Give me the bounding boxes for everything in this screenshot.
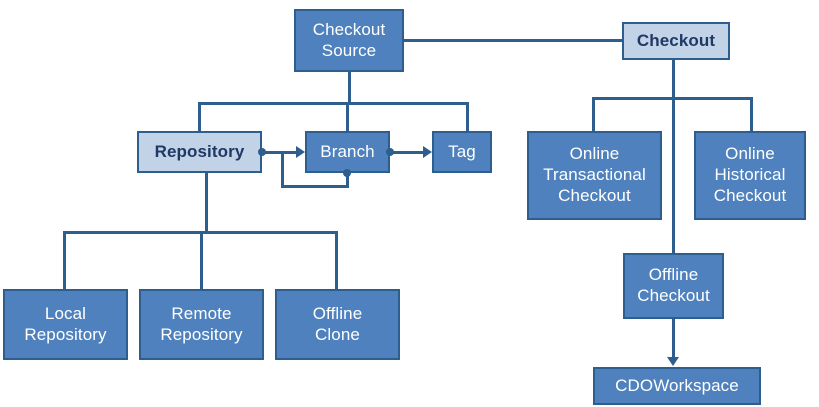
node-checkout[interactable]: Checkout: [622, 22, 730, 60]
edge-checkout-child-bus: [592, 97, 753, 100]
edge-repository-to-branch: [262, 151, 298, 154]
arrowhead-repository-to-branch: [296, 146, 305, 158]
edge-branch-loop-up: [281, 151, 284, 188]
node-local-repository[interactable]: Local Repository: [3, 289, 128, 360]
node-offline-checkout-label: Offline Checkout: [637, 265, 710, 305]
node-cdoworkspace-label: CDOWorkspace: [615, 375, 739, 395]
edge-checkout-source-stem: [348, 71, 351, 105]
edge-checkout-stem: [672, 59, 675, 255]
arrowhead-offline-checkout-to-cdoworkspace: [667, 357, 679, 366]
node-tag-label: Tag: [448, 141, 476, 161]
edge-bus-to-branch: [346, 102, 349, 133]
connector-dot-branch-bottom: [343, 169, 351, 177]
node-tag[interactable]: Tag: [432, 131, 492, 173]
node-branch-label: Branch: [320, 141, 375, 161]
edge-branch-loop-down: [346, 172, 349, 188]
edge-bus-to-tag: [466, 102, 469, 133]
connector-dot-branch-right: [386, 148, 394, 156]
edge-bus-to-remote-repository: [200, 231, 203, 291]
node-checkout-source[interactable]: Checkout Source: [294, 9, 404, 72]
node-checkout-label: Checkout: [636, 30, 716, 50]
edge-offline-checkout-to-cdoworkspace: [672, 318, 675, 360]
edge-branch-to-tag: [390, 151, 426, 154]
node-repository[interactable]: Repository: [137, 131, 262, 173]
edge-branch-loop-bottom: [281, 185, 349, 188]
node-offline-clone-label: Offline Clone: [312, 303, 363, 344]
edge-bus-to-offline-clone: [335, 231, 338, 291]
node-checkout-source-label: Checkout Source: [312, 19, 386, 60]
connector-dot-repository-right: [258, 148, 266, 156]
node-online-transactional-checkout-label: Online Transactional Checkout: [543, 144, 646, 205]
node-online-historical-checkout-label: Online Historical Checkout: [713, 144, 787, 205]
node-local-repository-label: Local Repository: [24, 303, 107, 344]
node-online-historical-checkout[interactable]: Online Historical Checkout: [694, 131, 806, 220]
edge-bus-to-online-historical: [750, 97, 753, 133]
edge-repository-stem: [205, 172, 208, 234]
node-remote-repository-label: Remote Repository: [160, 303, 243, 344]
edge-checkout-source-to-checkout: [403, 39, 624, 42]
edge-bus-to-online-transactional: [592, 97, 595, 133]
node-cdoworkspace[interactable]: CDOWorkspace: [593, 367, 761, 405]
node-repository-label: Repository: [154, 141, 245, 161]
node-offline-checkout[interactable]: Offline Checkout: [623, 253, 724, 319]
edge-bus-to-repository: [198, 102, 201, 133]
node-branch[interactable]: Branch: [305, 131, 390, 173]
arrowhead-branch-to-tag: [423, 146, 432, 158]
node-online-transactional-checkout[interactable]: Online Transactional Checkout: [527, 131, 662, 220]
node-remote-repository[interactable]: Remote Repository: [139, 289, 264, 360]
edge-source-child-bus: [198, 102, 469, 105]
node-offline-clone[interactable]: Offline Clone: [275, 289, 400, 360]
edge-bus-to-local-repository: [63, 231, 66, 291]
